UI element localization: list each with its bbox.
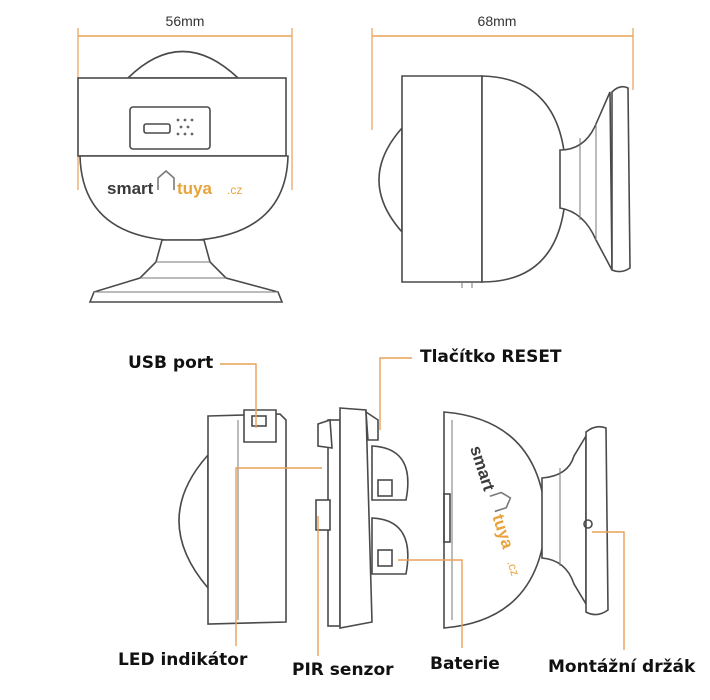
mounting-bracket (541, 425, 609, 616)
logo-suffix-text: .cz (227, 183, 242, 197)
speaker-dots (176, 118, 194, 136)
dimension-56mm: 56mm (77, 13, 293, 190)
dimension-68mm-label: 68mm (478, 13, 517, 29)
logo-smart-text: smart (107, 179, 154, 198)
leader-usb-port (220, 363, 257, 428)
leader-reset-button (379, 357, 412, 430)
label-led-indicator: LED indikátor (118, 650, 248, 670)
back-shell: smart tuya .cz (443, 411, 547, 629)
leader-led-indicator (235, 467, 322, 646)
leader-battery (398, 559, 463, 648)
house-icon (157, 169, 175, 190)
label-pir-sensor: PIR senzor (292, 660, 394, 680)
leader-lines (220, 357, 625, 656)
dimension-56mm-label: 56mm (166, 13, 205, 29)
label-reset-button: Tlačítko RESET (420, 347, 562, 367)
exploded-view: smart tuya .cz (178, 407, 609, 629)
front-view: 56mm smart tuya .cz (77, 13, 293, 303)
leader-mounting-bracket (592, 531, 625, 650)
pcb-board (315, 407, 409, 629)
back-logo-suffix-text: .cz (504, 559, 522, 578)
front-logo: smart tuya .cz (107, 169, 242, 198)
logo-tuya-text: tuya (177, 179, 213, 198)
dimension-68mm: 68mm (371, 13, 634, 130)
back-house-icon (489, 491, 512, 513)
side-view: 68mm (371, 13, 634, 288)
label-usb-port: USB port (128, 353, 214, 373)
label-battery: Baterie (430, 654, 500, 674)
label-mounting-bracket: Montážní držák (548, 657, 696, 677)
front-housing (178, 409, 287, 625)
